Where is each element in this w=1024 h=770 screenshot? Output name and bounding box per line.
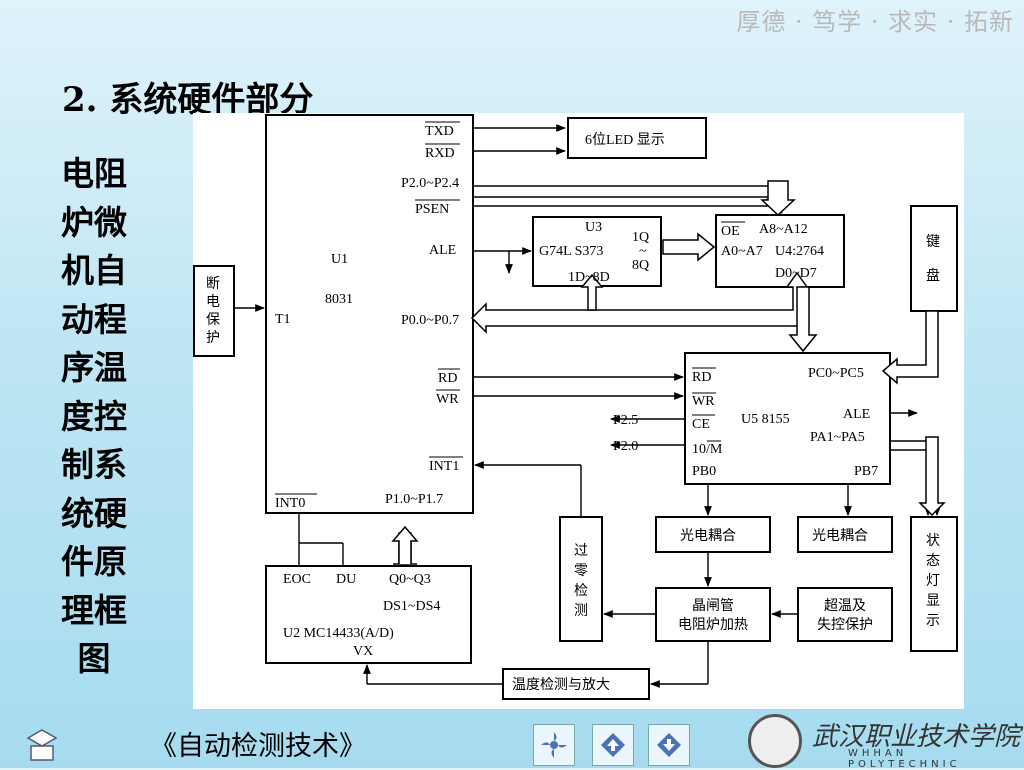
u1-rxd-label: RXD [425, 146, 455, 161]
u1-chip-label: 8031 [325, 292, 353, 307]
u1-t1-label: T1 [275, 312, 291, 327]
pinwheel-icon [541, 732, 567, 758]
previous-nav-button[interactable] [592, 724, 634, 766]
book-title: 《自动检测技术》 [150, 731, 366, 762]
led-label: 6位LED 显示 [585, 132, 665, 148]
opto1-label: 光电耦合 [680, 528, 736, 544]
u2-eoc-label: EOC [283, 572, 311, 587]
u1-p1-label: P1.0~P1.7 [385, 492, 443, 507]
university-seal-icon [748, 714, 802, 768]
overtemp-label: 超温及失控保护 [817, 598, 873, 633]
next-nav-button[interactable] [648, 724, 690, 766]
u4-d-label: D0~D7 [775, 266, 817, 281]
opto2-box [797, 516, 893, 553]
u2-chip-label: U2 MC14433(A/D) [283, 626, 394, 641]
status-light-label: 状态灯显示 [926, 533, 940, 629]
u3-q8-label: 8Q [632, 258, 649, 273]
u5-p20-label: P2.0 [613, 439, 638, 454]
u1-ref-label: U1 [331, 252, 348, 267]
u1-int0-label: INT0 [275, 496, 305, 511]
opto1-box [655, 516, 771, 553]
thyristor-label: 晶闸管电阻炉加热 [678, 598, 748, 633]
u5-wr-label: WR [692, 394, 715, 409]
led-box [567, 117, 707, 159]
u1-int1-label: INT1 [429, 459, 459, 474]
u5-pb0-label: PB0 [692, 464, 716, 479]
u5-chip-label: U5 8155 [741, 412, 790, 427]
u2-vx-label: VX [353, 644, 373, 659]
university-logo: 武汉职业技术学院 WHHAN POLYTECHNIC [748, 712, 1021, 770]
block-diagram: TXD RXD P2.0~P2.4 PSEN U1 ALE 8031 T1 P0… [193, 113, 964, 709]
u4-chip-label: U4:2764 [775, 244, 824, 259]
u1-ale-label: ALE [429, 243, 456, 258]
u3-tilde-label: ~ [639, 244, 647, 259]
power-cut-box [193, 265, 235, 357]
zero-cross-label: 过零检测 [574, 543, 588, 619]
u1-txd-label: TXD [425, 124, 454, 139]
u3-chip-label: G74L S373 [539, 244, 603, 259]
university-name: 武汉职业技术学院 [812, 722, 1021, 752]
keyboard-label: 键盘 [926, 234, 940, 284]
motto: 厚德 · 笃学 · 求实 · 拓新 [736, 8, 1014, 36]
u3-d-label: 1D~8D [568, 270, 610, 285]
u1-wr-label: WR [436, 392, 459, 407]
overtemp-box [797, 587, 893, 642]
u5-pa-label: PA1~PA5 [810, 430, 865, 445]
u4-oe-label: OE [721, 224, 740, 239]
u4-box [715, 214, 845, 288]
status-light-box [910, 516, 958, 652]
u1-p2-label: P2.0~P2.4 [401, 176, 459, 191]
u5-rd-label: RD [692, 370, 711, 385]
book-icon [26, 729, 58, 761]
u1-rd-label: RD [438, 371, 457, 386]
u1-box [265, 114, 474, 514]
u3-q1-label: 1Q [632, 230, 649, 245]
temp-amp-label: 温度检测与放大 [512, 677, 610, 693]
university-english-name: WHHAN POLYTECHNIC [848, 748, 961, 770]
up-arrow-icon [601, 733, 625, 757]
u1-p0-label: P0.0~P0.7 [401, 313, 459, 328]
u5-ce-label: CE [692, 417, 710, 432]
opto2-label: 光电耦合 [812, 528, 868, 544]
u5-iom-label: 10/M [692, 442, 723, 457]
u2-du-label: DU [336, 572, 356, 587]
keyboard-box [910, 205, 958, 312]
u5-p25-label: P2.5 [613, 413, 638, 428]
u5-ale-label: ALE [843, 407, 870, 422]
u5-pc-label: PC0~PC5 [808, 366, 864, 381]
zero-cross-box [559, 516, 603, 642]
u2-box [265, 565, 472, 664]
u1-psen-label: PSEN [415, 202, 449, 217]
u5-pb7-label: PB7 [854, 464, 878, 479]
u4-a-low-label: A0~A7 [721, 244, 763, 259]
u3-ref-label: U3 [585, 220, 602, 235]
u2-q-label: Q0~Q3 [389, 572, 431, 587]
u2-ds-label: DS1~DS4 [383, 599, 440, 614]
power-cut-label: 断电保护 [206, 276, 220, 346]
down-arrow-icon [657, 733, 681, 757]
home-nav-button[interactable] [533, 724, 575, 766]
diagram-canvas: TXD RXD P2.0~P2.4 PSEN U1 ALE 8031 T1 P0… [193, 114, 958, 700]
thyristor-box [655, 587, 771, 642]
u4-a-high-label: A8~A12 [759, 222, 808, 237]
side-caption: 电阻炉微机自动程序温度控制系统硬件原理框图 [61, 154, 127, 678]
